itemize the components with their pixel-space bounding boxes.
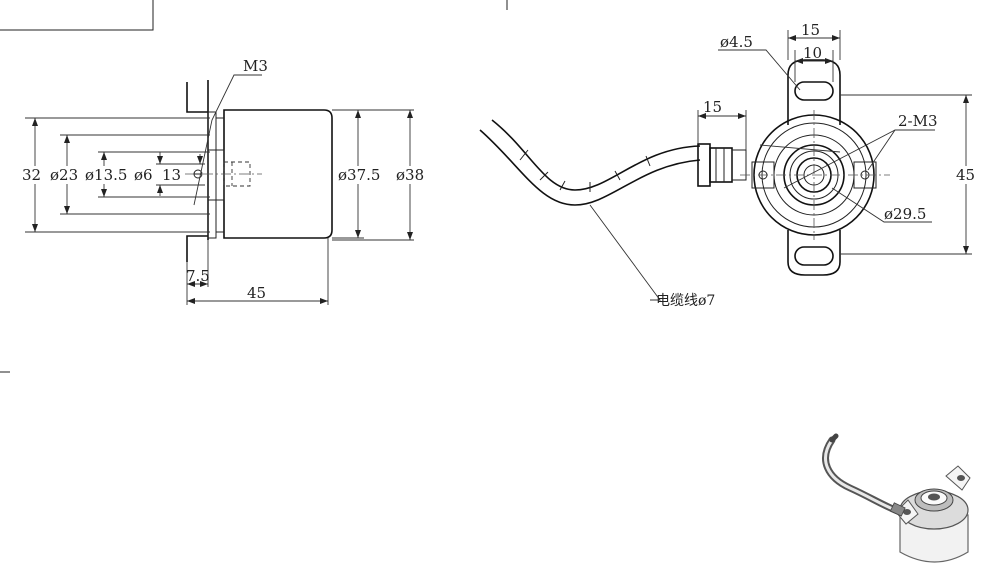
dim-13-label: 13 (162, 166, 181, 184)
width-10-label: 10 (803, 44, 822, 62)
dim-29-5-label: ø29.5 (884, 205, 926, 223)
dim-6-label: ø6 (134, 166, 153, 184)
side-view (25, 74, 414, 305)
width-15-label: 15 (801, 21, 820, 39)
gland-15-label: 15 (703, 98, 722, 116)
hole-label: ø4.5 (720, 33, 753, 51)
height-45-label: 45 (956, 166, 975, 184)
frame-fragments (0, 0, 508, 373)
dim-7-5-label: 7.5 (186, 267, 210, 285)
cable-label: 电缆线ø7 (656, 293, 715, 309)
front-view (479, 30, 972, 301)
dim-37-5-label: ø37.5 (338, 166, 380, 184)
encoder-photo (822, 433, 971, 563)
dim-13-5-label: ø13.5 (85, 166, 127, 184)
dim-38-label: ø38 (396, 166, 424, 184)
dim-23-label: ø23 (50, 166, 78, 184)
thread-label: M3 (243, 57, 268, 75)
threads-label: 2-M3 (898, 112, 938, 130)
dim-32-label: 32 (22, 166, 41, 184)
dim-45-length-label: 45 (247, 284, 266, 302)
